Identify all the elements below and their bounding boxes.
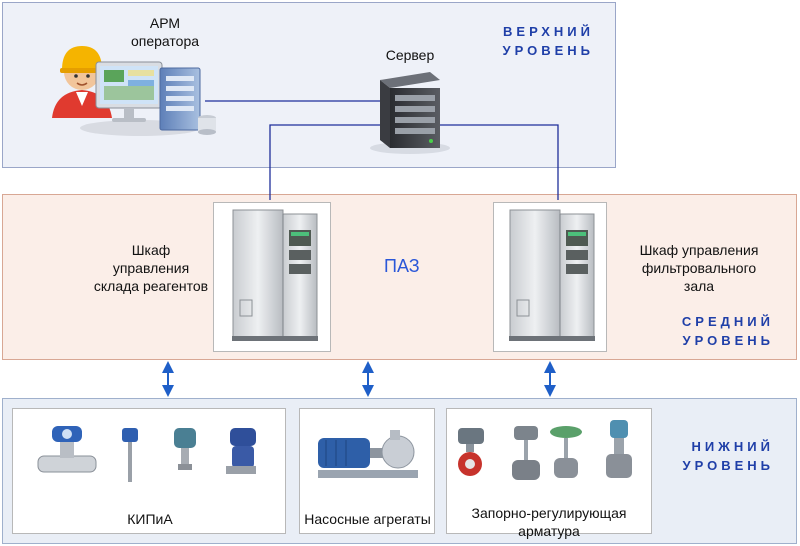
middle-level-band	[2, 194, 797, 360]
left-cabinet-label-line-1: Шкаф	[131, 242, 171, 258]
filter-cabinet-icon	[509, 209, 595, 341]
top-level-title-line-1: ВЕРХНИЙ	[503, 24, 594, 39]
operator-label-line-2: оператора	[130, 33, 200, 49]
bottom-level-title-line-1: НИЖНИЙ	[691, 439, 774, 454]
bottom-level-title-line-2: УРОВЕНЬ	[682, 458, 774, 473]
operator-label-line-1: АРМ	[149, 15, 181, 31]
valves-label-line-2: арматура	[518, 523, 580, 539]
instruments-label: КИПиА	[127, 511, 173, 527]
middle-level-title-line-2: УРОВЕНЬ	[682, 333, 774, 348]
operator-workstation-label: АРМ оператора	[110, 14, 220, 50]
middle-level-title: СРЕДНИЙ УРОВЕНЬ	[640, 312, 774, 350]
instruments-icon	[37, 426, 256, 482]
middle-level-title-line-1: СРЕДНИЙ	[681, 314, 774, 329]
right-cabinet-label-line-2: фильтровального	[641, 260, 757, 276]
filter-hall-cabinet-label: Шкаф управления фильтровального зала	[614, 241, 784, 295]
top-level-title-line-2: УРОВЕНЬ	[502, 43, 594, 58]
valves-icon	[458, 420, 632, 480]
network-links	[205, 100, 559, 200]
pump-icon	[318, 430, 418, 478]
right-cabinet-label-line-1: Шкаф управления	[639, 242, 759, 258]
operator-workstation-icon	[52, 46, 216, 136]
pumps-label: Насосные агрегаты	[304, 511, 431, 527]
valves-label: Запорно-регулирующая арматура	[444, 504, 654, 540]
link-server-left-cabinet	[269, 124, 380, 200]
link-server-right-cabinet	[440, 124, 559, 200]
left-cabinet-label-line-3: склада реагентов	[93, 278, 209, 294]
bottom-level-title: НИЖНИЙ УРОВЕНЬ	[640, 437, 774, 475]
reagent-cabinet-icon	[232, 209, 318, 341]
left-cabinet-label-line-2: управления	[112, 260, 190, 276]
right-cabinet-label-line-3: зала	[683, 278, 715, 294]
valves-label-line-1: Запорно-регулирующая	[471, 505, 627, 521]
top-level-title: ВЕРХНИЙ УРОВЕНЬ	[470, 22, 594, 60]
reagent-store-cabinet-label: Шкаф управления склада реагентов	[86, 241, 216, 295]
field-link-arrows	[162, 361, 556, 397]
esd-label: ПАЗ	[384, 256, 420, 276]
server-label: Сервер	[385, 47, 435, 63]
server-icon	[370, 72, 450, 154]
